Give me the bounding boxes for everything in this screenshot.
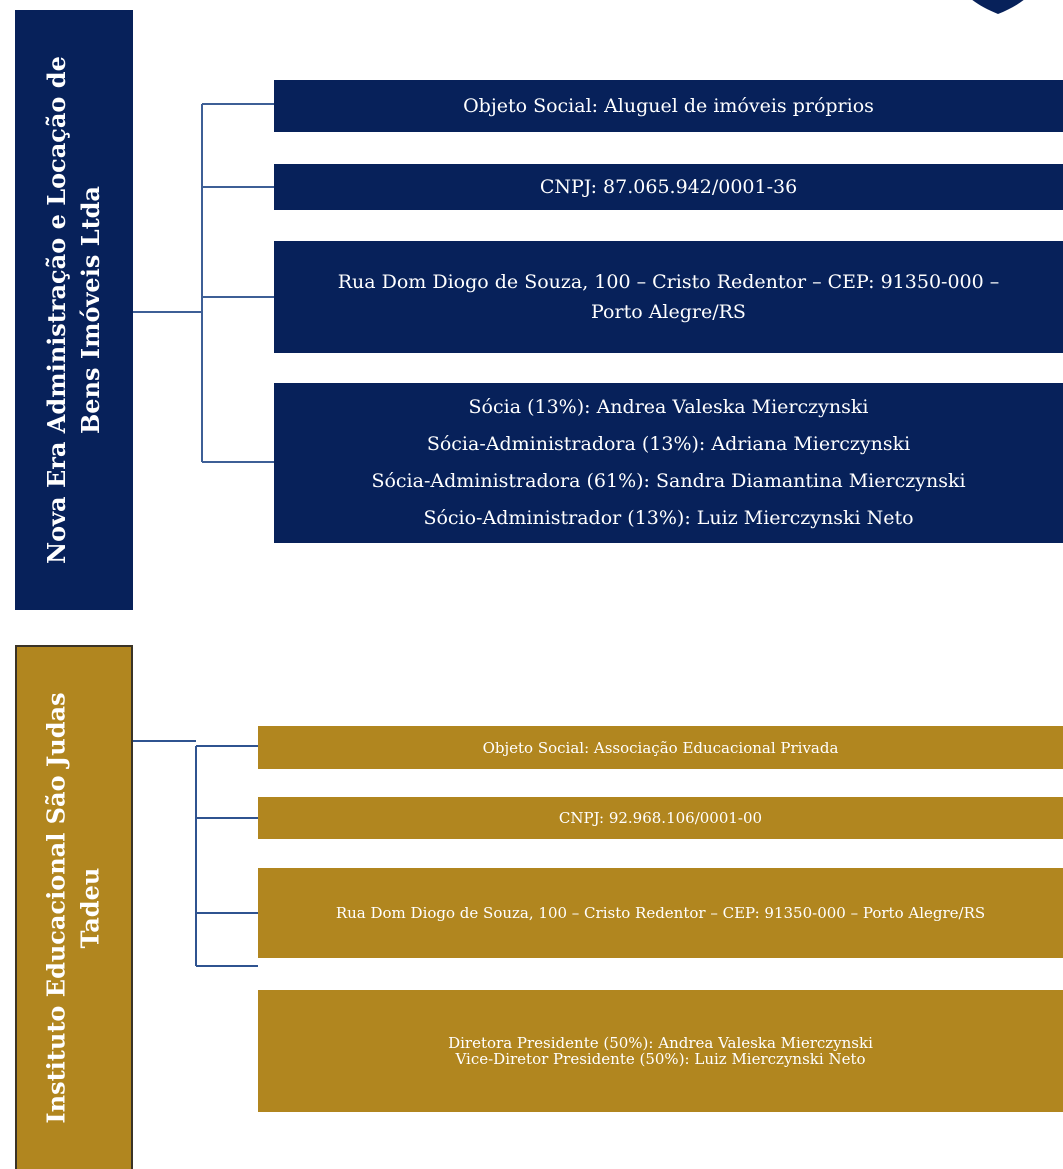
sao-judas-cnpj-box: CNPJ: 92.968.106/0001-00 (258, 797, 1063, 839)
address-text: Rua Dom Diogo de Souza, 100 – Cristo Red… (335, 904, 986, 922)
company-title-box-sao-judas: Instituto Educacional São Judas Tadeu (15, 645, 133, 1169)
company-title-line-2: Bens Imóveis Ltda (76, 186, 106, 435)
partner-line: Sócia (13%): Andrea Valeska Mierczynski (468, 396, 869, 418)
director-line: Vice-Diretor Presidente (50%): Luiz Mier… (455, 1050, 866, 1068)
company-title-sao-judas: Instituto Educacional São Judas Tadeu (40, 692, 108, 1123)
cnpj-text: CNPJ: 87.065.942/0001-36 (539, 176, 798, 198)
objeto-social-text: Objeto Social: Aluguel de imóveis própri… (463, 95, 874, 117)
connector-sao-judas (133, 740, 258, 967)
sao-judas-address-box: Rua Dom Diogo de Souza, 100 – Cristo Red… (258, 868, 1063, 958)
partner-line: Sócia-Administradora (61%): Sandra Diama… (371, 470, 966, 492)
partner-line: Sócio-Administrador (13%): Luiz Mierczyn… (423, 507, 914, 529)
objeto-social-text: Objeto Social: Associação Educacional Pr… (482, 738, 839, 757)
connector-nova-era (133, 103, 274, 463)
address-line-1: Rua Dom Diogo de Souza, 100 – Cristo Red… (337, 271, 1000, 293)
logo-shield-fragment (972, 0, 1024, 14)
sao-judas-objeto-social-box: Objeto Social: Associação Educacional Pr… (258, 726, 1063, 769)
nova-era-cnpj-box: CNPJ: 87.065.942/0001-36 (274, 164, 1063, 210)
address-line-2: Porto Alegre/RS (591, 301, 746, 323)
nova-era-address-box: Rua Dom Diogo de Souza, 100 – Cristo Red… (274, 241, 1063, 353)
company-title-line-2: Tadeu (76, 867, 106, 949)
company-title-line-1: Instituto Educacional São Judas (42, 692, 72, 1124)
nova-era-partners-box: Sócia (13%): Andrea Valeska Mierczynski … (274, 383, 1063, 543)
sao-judas-directors-box: Diretora Presidente (50%): Andrea Valesk… (258, 990, 1063, 1112)
company-title-line-1: Nova Era Administração e Locação de (42, 56, 72, 564)
nova-era-objeto-social-box: Objeto Social: Aluguel de imóveis própri… (274, 80, 1063, 132)
director-line: Diretora Presidente (50%): Andrea Valesk… (448, 1034, 873, 1052)
company-title-box-nova-era: Nova Era Administração e Locação de Bens… (15, 10, 133, 610)
partner-line: Sócia-Administradora (13%): Adriana Mier… (426, 433, 911, 455)
company-title-nova-era: Nova Era Administração e Locação de Bens… (40, 56, 108, 564)
cnpj-text: CNPJ: 92.968.106/0001-00 (558, 809, 763, 827)
